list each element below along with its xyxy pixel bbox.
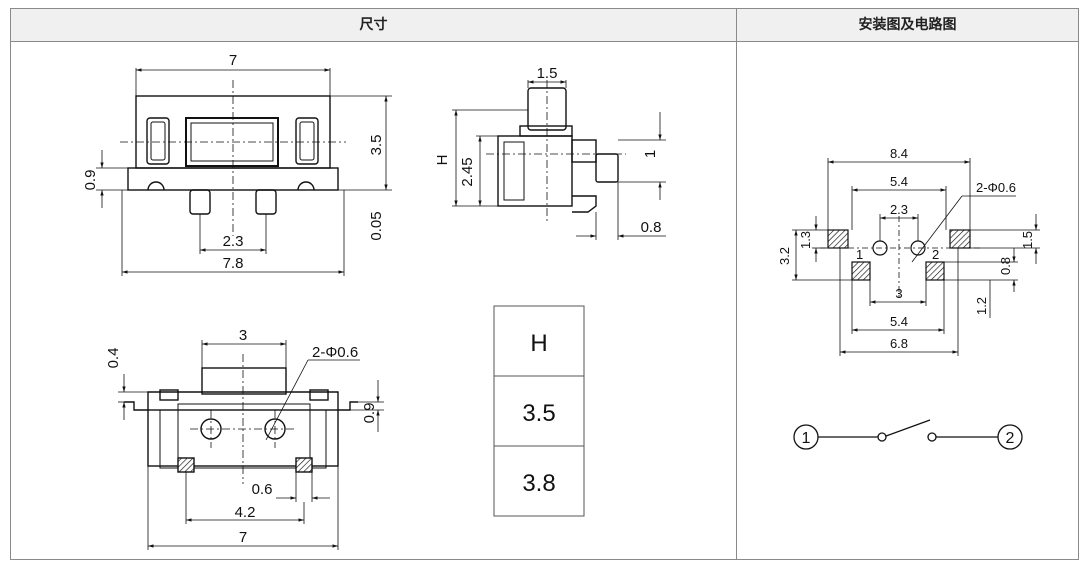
dim-top-pin-pitch: 2.3 — [223, 233, 244, 250]
h-table-header: H — [530, 330, 547, 357]
circuit-terminal-1: 1 — [802, 430, 811, 447]
footprint-drawing — [792, 158, 1040, 356]
fp-pin2: 2 — [932, 247, 939, 262]
dim-top-left: 0.9 — [82, 170, 99, 191]
dim-bottom-overall: 7 — [239, 529, 247, 546]
side-view-labels: 1.5 H 2.45 1 0.8 — [434, 65, 661, 236]
dim-side-top: 1.5 — [537, 65, 558, 82]
footprint-labels: 8.4 5.4 2-Φ0.6 2.3 3.2 1.3 1.5 0.8 1 2 3… — [777, 146, 1035, 351]
h-table-row-1: 3.5 — [522, 400, 555, 427]
dim-bottom-left: 0.4 — [105, 348, 122, 369]
column-divider — [736, 9, 737, 559]
fp-pin1: 1 — [856, 247, 863, 262]
circuit-terminal-2: 2 — [1006, 430, 1015, 447]
dim-top-bottom-width: 7.8 — [223, 255, 244, 272]
dim-side-height: 2.45 — [459, 157, 476, 186]
dim-side-bottom: 0.8 — [641, 219, 662, 236]
h-table — [493, 305, 585, 517]
dim-side-actuator: 1 — [642, 150, 659, 158]
dim-bottom-holes: 2-Φ0.6 — [312, 344, 358, 361]
dim-top-width: 7 — [229, 52, 237, 69]
fp-bottom-overall: 6.8 — [890, 336, 908, 351]
bottom-view-drawing — [118, 340, 384, 550]
dim-top-height: 3.5 — [368, 135, 385, 156]
dim-top-right: 0.05 — [368, 211, 385, 240]
dim-bottom-pad-width: 0.6 — [252, 481, 273, 498]
fp-outer-pitch: 5.4 — [890, 174, 908, 189]
top-view-drawing — [96, 68, 392, 276]
dim-bottom-pad-pitch: 4.2 — [235, 504, 256, 521]
fp-right-pad: 1.5 — [1020, 231, 1035, 249]
fp-right-offset: 1.2 — [974, 297, 989, 315]
fp-left-height: 3.2 — [777, 247, 792, 265]
circuit-labels: 1 2 — [802, 430, 1015, 447]
h-table-row-2: 3.8 — [522, 470, 555, 497]
h-table-labels: H 3.5 3.8 — [522, 330, 555, 497]
spec-table: 尺寸 安装图及电路图 — [10, 8, 1079, 560]
fp-bottom-pitch: 5.4 — [890, 314, 908, 329]
circuit-diagram — [793, 419, 1023, 450]
dim-bottom-right: 0.9 — [361, 403, 378, 424]
dimensions-header: 尺寸 — [11, 9, 736, 42]
dim-bottom-top-width: 3 — [239, 327, 247, 344]
install-header: 安装图及电路图 — [736, 9, 1078, 42]
fp-right-small: 0.8 — [998, 257, 1013, 275]
fp-inner-gap: 3 — [895, 286, 902, 301]
fp-hole-pitch: 2.3 — [890, 202, 908, 217]
fp-left-pad: 1.3 — [798, 231, 813, 249]
dim-side-h: H — [434, 155, 451, 166]
fp-holes: 2-Φ0.6 — [976, 180, 1016, 195]
fp-overall: 8.4 — [890, 146, 908, 161]
side-view-drawing — [452, 80, 666, 240]
top-view-labels: 7 3.5 0.9 0.05 2.3 7.8 — [82, 52, 385, 272]
bottom-view-labels: 3 0.4 2-Φ0.6 0.9 0.6 4.2 7 — [105, 327, 378, 546]
